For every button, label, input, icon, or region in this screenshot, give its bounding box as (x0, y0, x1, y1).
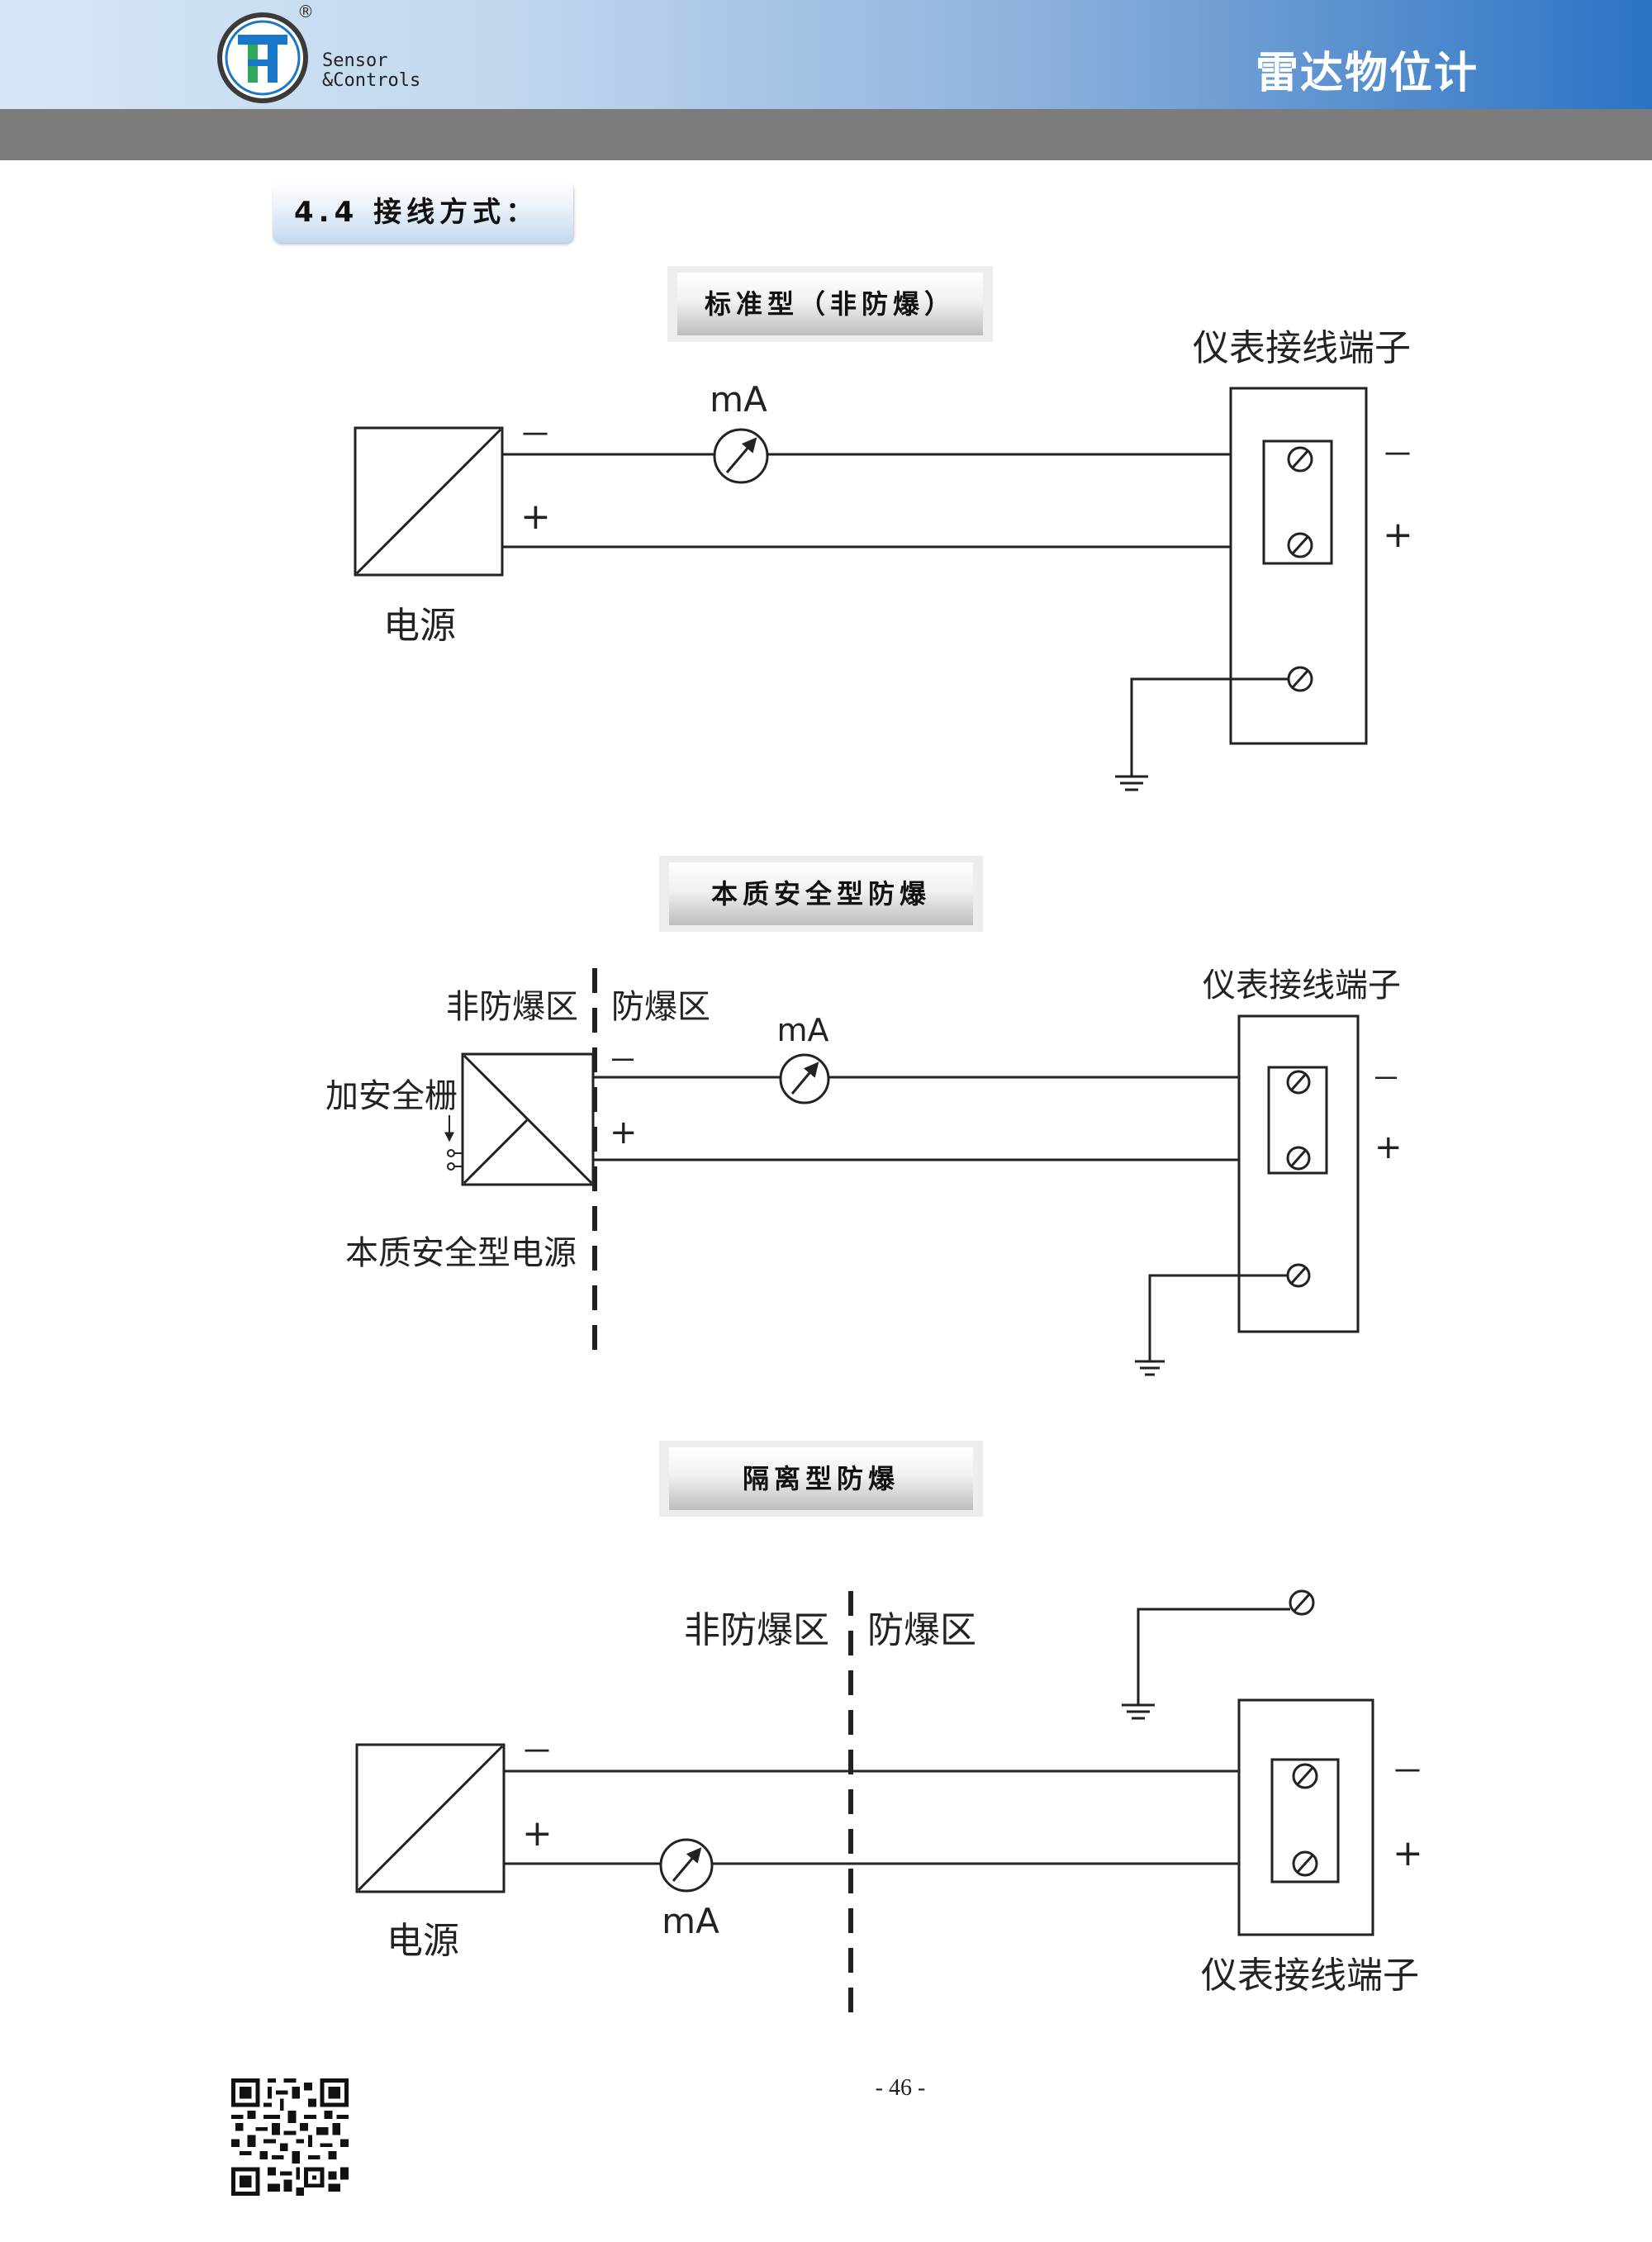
section-title: 4.4 接线方式： (273, 182, 573, 243)
d3-terminal-minus: － (1391, 1753, 1424, 1791)
d3-ground-wire (1137, 1608, 1290, 1705)
diagram2-title: 本质安全型防爆 (669, 862, 973, 925)
diagram1-title-box: 标准型（非防爆） (667, 266, 993, 342)
diagram3-title: 隔离型防爆 (669, 1447, 973, 1510)
d1-terminal-block (1229, 387, 1368, 745)
d2-terminal-minus: － (1371, 1062, 1401, 1096)
d2-power-supply (461, 1052, 595, 1186)
brand-name: Sensor &Controls (322, 50, 421, 91)
d1-minus-sign: － (519, 416, 552, 454)
d2-ammeter-icon (779, 1053, 830, 1104)
diagram2-title-box: 本质安全型防爆 (659, 856, 983, 932)
d3-power-diagonal (357, 1745, 504, 1892)
header-band (0, 109, 1652, 160)
page-number: - 46 - (875, 2075, 926, 2101)
d2-barrier-arrow (444, 1115, 463, 1171)
d3-power-supply (355, 1743, 506, 1893)
d2-minus-sign: － (608, 1044, 638, 1078)
d3-terminal-inner (1270, 1758, 1340, 1883)
d1-ground-wire (1130, 677, 1289, 777)
d2-plus-sign: + (610, 1114, 638, 1152)
d1-meter-label: mA (710, 379, 767, 420)
d3-zone-left: 非防爆区 (684, 1609, 829, 1651)
d2-ground-icon (1135, 1360, 1165, 1376)
d3-screw-terminal-icon (1289, 1589, 1318, 1877)
d1-terminal-plus: + (1383, 514, 1413, 556)
diagram3-title-box: 隔离型防爆 (659, 1441, 983, 1517)
d2-terminal-inner (1267, 1066, 1328, 1175)
d1-plus-sign: + (520, 496, 551, 538)
d2-screw-terminal-icon (1286, 1070, 1311, 1288)
d3-meter-label: mA (662, 1901, 719, 1941)
d2-power-diagonal-2 (463, 1119, 529, 1185)
d1-terminal-inner (1262, 439, 1333, 565)
d2-terminal-plus: + (1374, 1128, 1403, 1166)
d1-power-supply (354, 426, 504, 577)
d1-ground-icon (1115, 775, 1148, 791)
d1-power-label: 电源 (383, 605, 456, 647)
d3-terminal-block (1237, 1698, 1374, 1936)
qr-code-icon (231, 2078, 349, 2196)
d2-zone-left: 非防爆区 (446, 988, 578, 1026)
d2-meter-label: mA (776, 1012, 828, 1048)
d3-terminal-label: 仪表接线端子 (1201, 1955, 1419, 1997)
d3-power-label: 电源 (387, 1920, 459, 1962)
d2-terminal-block (1237, 1014, 1360, 1333)
d2-power-label: 本质安全型电源 (345, 1234, 577, 1272)
company-logo-icon (217, 12, 308, 103)
d3-plus-sign: + (522, 1812, 553, 1855)
d3-terminal-plus: + (1393, 1832, 1423, 1874)
header-title: 雷达物位计 (1255, 49, 1479, 98)
d1-terminal-label: 仪表接线端子 (1193, 327, 1411, 369)
d3-zone-right: 防爆区 (867, 1609, 976, 1651)
d3-ground-icon (1122, 1703, 1155, 1720)
d2-terminal-label: 仪表接线端子 (1203, 967, 1401, 1005)
d3-ammeter-icon (659, 1838, 714, 1893)
d1-power-diagonal (355, 428, 502, 575)
d2-ground-wire (1148, 1274, 1288, 1361)
d1-terminal-minus: － (1381, 436, 1414, 474)
d1-ammeter-icon (713, 428, 769, 484)
d2-zone-right: 防爆区 (611, 988, 710, 1026)
d2-barrier-label: 加安全栅 (325, 1077, 458, 1115)
d2-power-diagonal (463, 1054, 593, 1185)
registered-mark: ® (297, 2, 314, 21)
d1-screw-terminal-icon (1287, 446, 1313, 692)
diagram1-title: 标准型（非防爆） (677, 273, 983, 335)
d3-minus-sign: － (520, 1733, 553, 1771)
